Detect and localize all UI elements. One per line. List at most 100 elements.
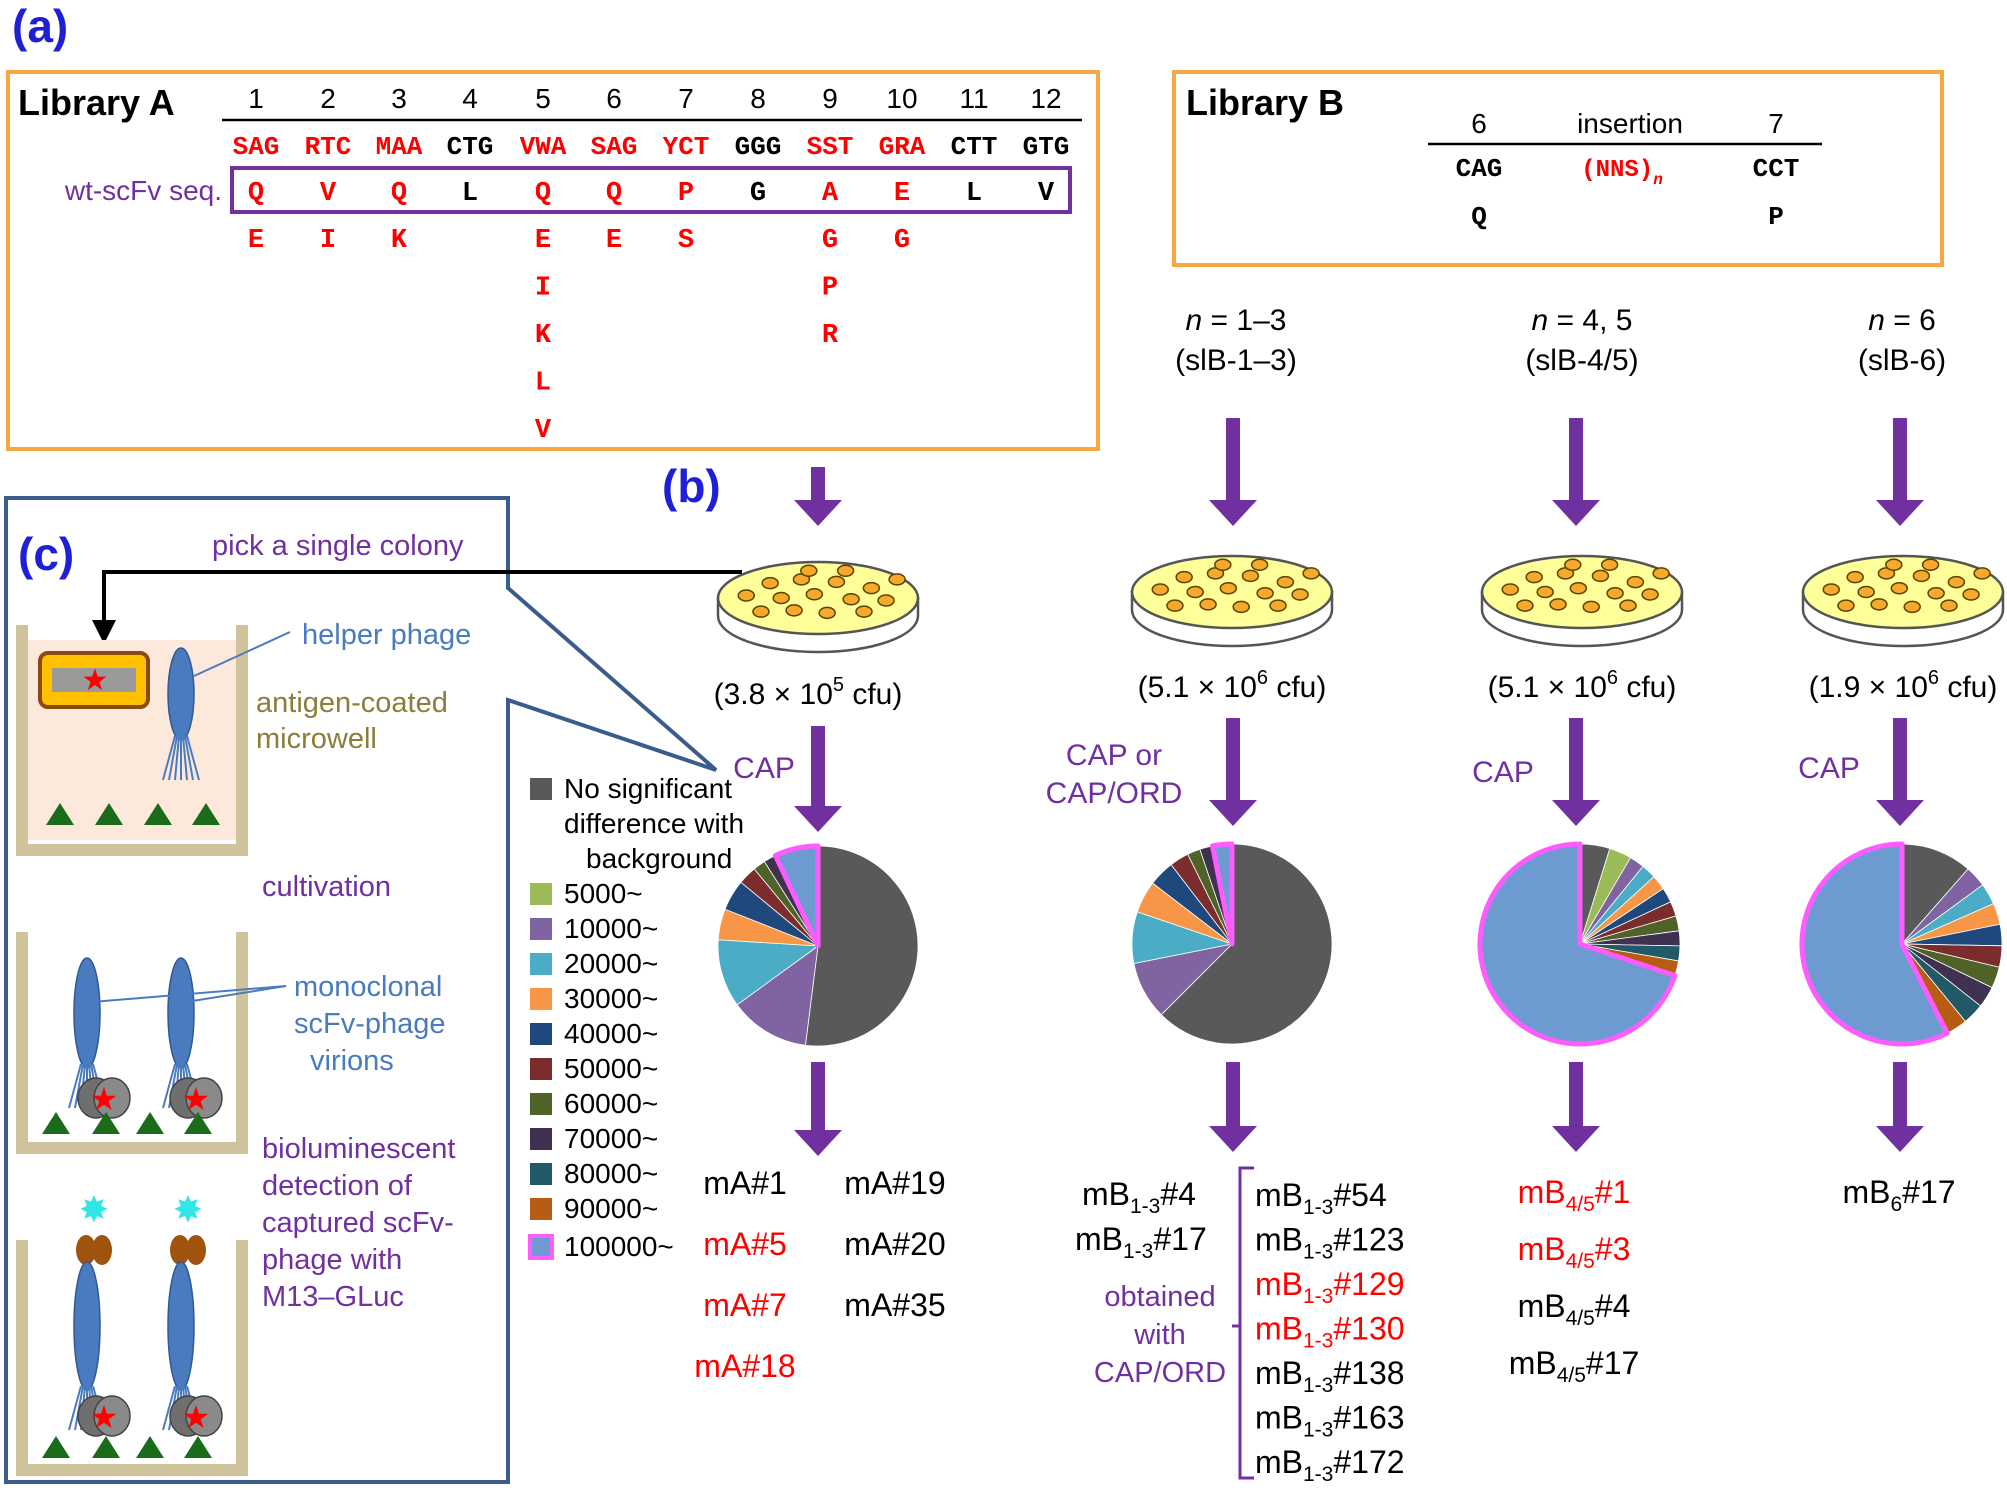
- antigen-triangle-icon: [184, 1112, 212, 1134]
- legend-swatch: [530, 778, 552, 800]
- legend-label-cont: background: [586, 843, 732, 874]
- down-arrow: [1876, 718, 1924, 826]
- captured-antigen-icon: ★: [169, 1395, 223, 1437]
- well-2-contents: ★★: [42, 957, 287, 1134]
- position-1: 1: [248, 83, 264, 114]
- variant-residue: E: [535, 226, 551, 256]
- codon-4: CTG: [447, 132, 494, 162]
- legend-swatch: [530, 1198, 552, 1220]
- captured-antigen-icon: ★: [169, 1077, 223, 1119]
- legend-label: 100000~: [564, 1231, 674, 1262]
- well-3-wall: [16, 1240, 248, 1476]
- selection-b45: CAP: [1472, 756, 1534, 789]
- gluc-icon: [76, 1235, 96, 1265]
- cfu-label-b13: (5.1 × 106 cfu): [1138, 667, 1327, 704]
- variant-residue: S: [678, 226, 694, 256]
- monoclonal-leader: [91, 985, 287, 1003]
- legend-label: 30000~: [564, 983, 658, 1014]
- pick-colony-label: pick a single colony: [212, 530, 464, 562]
- clone-lists: mA#1mA#5mA#7mA#18mA#19mA#20mA#35mB1-3#4m…: [694, 1165, 1955, 1486]
- cfu-label-b6: (1.9 × 106 cfu): [1809, 667, 1998, 704]
- selection-b13-line1: CAP or: [1066, 739, 1162, 772]
- antigen-triangle-icon: [42, 1436, 70, 1458]
- legend-label-cont: difference with: [564, 808, 744, 839]
- legend-label: 90000~: [564, 1193, 658, 1224]
- clone-label: mB1-3#130: [1255, 1311, 1405, 1353]
- variant-residue: K: [391, 226, 408, 256]
- codon-3: MAA: [376, 132, 423, 162]
- wt-residue-8: G: [750, 179, 766, 209]
- antigen-triangle-icon: [192, 803, 220, 825]
- pie-slice: [805, 845, 919, 1047]
- down-arrow: [1209, 418, 1257, 526]
- clone-label: mA#18: [694, 1348, 795, 1384]
- antigen-star-icon: ★: [82, 664, 109, 697]
- library-a-box: [6, 70, 1100, 451]
- cfu-labels: (3.8 × 105 cfu) (5.1 × 106 cfu) (5.1 × 1…: [714, 667, 1998, 711]
- variant-residue: K: [535, 321, 552, 351]
- gluc-icon: [170, 1235, 190, 1265]
- pie-charts: [717, 841, 2003, 1047]
- wt-residue-3: Q: [391, 179, 407, 209]
- legend-swatch: [530, 918, 552, 940]
- down-arrow: [1209, 1062, 1257, 1152]
- detection-label-4: phage with: [262, 1244, 402, 1276]
- wt-residue-6: Q: [606, 179, 622, 209]
- sublibrary-labels: n = 1–3 (slB-1–3) n = 4, 5 (slB-4/5) n =…: [1175, 304, 1946, 377]
- clone-label: mB1-3#172: [1255, 1444, 1405, 1486]
- position-7: 7: [678, 83, 694, 114]
- clone-label: mB1-3#129: [1255, 1266, 1405, 1308]
- antigen-triangle-icon: [92, 1436, 120, 1458]
- gluc-icon: [92, 1235, 112, 1265]
- antigen-triangles-1: [46, 803, 220, 825]
- library-b-pos-right: 7: [1768, 108, 1784, 139]
- variant-residue: V: [535, 416, 552, 446]
- wt-sequence-label: wt-scFv seq.: [64, 175, 222, 206]
- sublib-n-3: n = 6: [1868, 304, 1936, 337]
- legend-label: 50000~: [564, 1053, 658, 1084]
- clone-label: mA#35: [844, 1287, 945, 1323]
- bracket-note: with: [1133, 1319, 1186, 1351]
- legend-label: 5000~: [564, 878, 643, 909]
- library-b-pos-left: 6: [1471, 108, 1487, 139]
- library-b-insertion-label: insertion: [1577, 108, 1683, 139]
- clone-label: mB1-3#123: [1255, 1222, 1405, 1264]
- codon-12: GTG: [1023, 132, 1070, 162]
- clone-label: mB4/5#1: [1518, 1174, 1631, 1216]
- legend-swatch: [528, 1234, 554, 1260]
- clone-label: mB4/5#4: [1518, 1288, 1631, 1330]
- panel-label-a: (a): [12, 0, 68, 52]
- position-6: 6: [606, 83, 622, 114]
- antigen-triangle-icon: [184, 1436, 212, 1458]
- codon-11: CTT: [951, 132, 998, 162]
- legend-label: 70000~: [564, 1123, 658, 1154]
- variant-residue: P: [822, 274, 838, 304]
- codon-5: VWA: [520, 132, 567, 162]
- down-arrow: [1876, 418, 1924, 526]
- clone-label: mB1-3#4: [1082, 1176, 1196, 1218]
- clone-label: mA#20: [844, 1226, 945, 1262]
- clone-label: mA#1: [703, 1165, 787, 1201]
- position-3: 3: [391, 83, 407, 114]
- pie-highlight: [772, 843, 821, 949]
- legend-swatch: [530, 1163, 552, 1185]
- antigen-label-2: microwell: [256, 723, 377, 755]
- position-8: 8: [750, 83, 766, 114]
- variant-residue: L: [535, 369, 551, 399]
- wt-residue-10: E: [894, 179, 910, 209]
- clone-label: mB4/5#3: [1518, 1231, 1631, 1273]
- helper-phage-leader: [193, 631, 291, 677]
- luminescence-icon: ✸: [173, 1189, 203, 1230]
- antigen-triangle-icon: [95, 803, 123, 825]
- selection-labels: CAP CAP or CAP/ORD CAP CAP: [733, 739, 1860, 810]
- wt-residue-9: A: [822, 179, 839, 209]
- library-b-residue-left: Q: [1471, 202, 1487, 232]
- captured-antigen-icon: ★: [77, 1077, 131, 1119]
- down-arrow: [1876, 1062, 1924, 1152]
- monoclonal-label-3: virions: [310, 1045, 394, 1077]
- legend-label: 60000~: [564, 1088, 658, 1119]
- legend-swatch: [530, 988, 552, 1010]
- codon-10: GRA: [879, 132, 926, 162]
